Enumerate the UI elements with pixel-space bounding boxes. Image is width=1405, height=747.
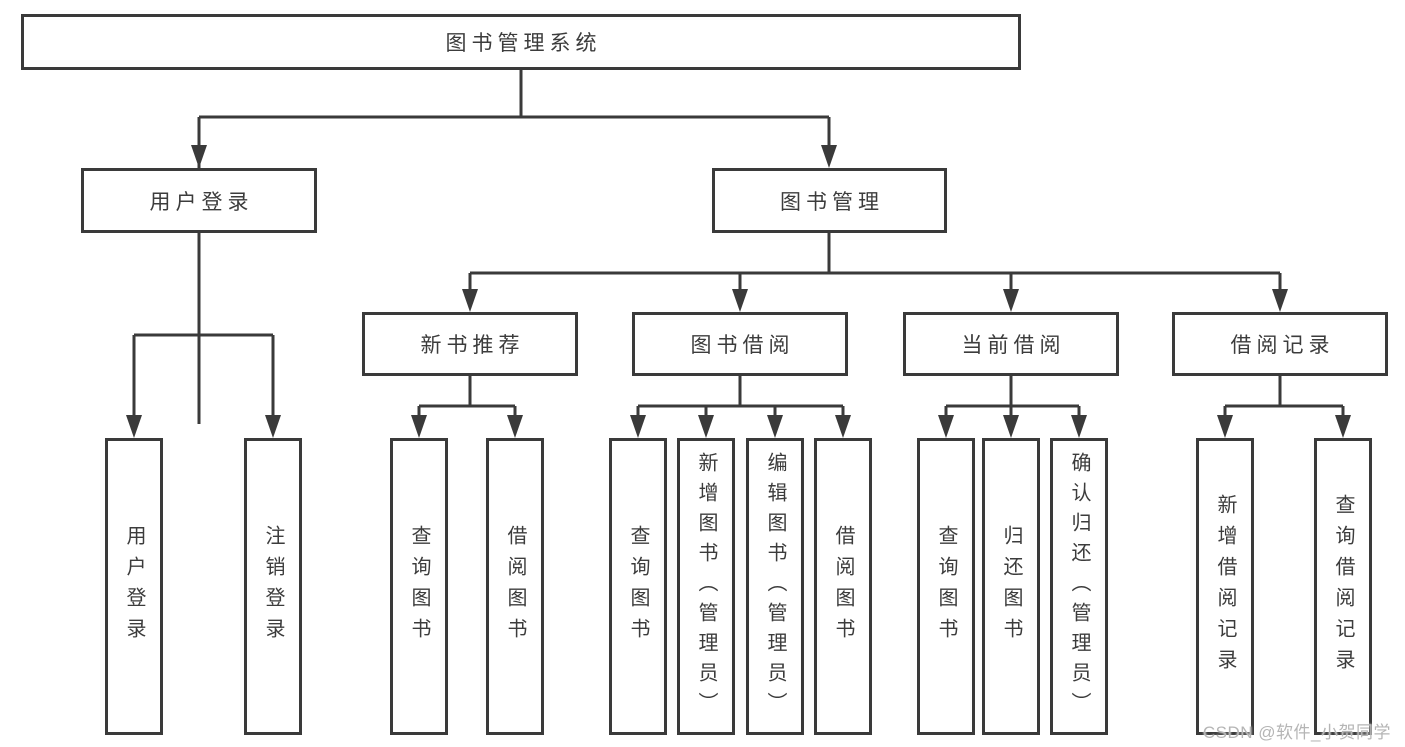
leaf-add-borrow-record: 新增借阅记录 [1196,438,1254,735]
leaf-borrow-book: 借阅图书 [814,438,872,735]
leaf-label: 查询图书 [627,524,649,649]
leaf-return-book: 归还图书 [982,438,1040,735]
leaf-label: 用户登录 [123,524,145,649]
leaf-label: 借阅图书 [832,524,854,649]
leaf-label: 新增图书（管理员） [695,451,717,722]
node-book-borrow: 图书借阅 [632,312,848,376]
leaf-borrow-book-recommend: 借阅图书 [486,438,544,735]
leaf-label: 查询借阅记录 [1332,493,1354,680]
node-current-borrow: 当前借阅 [903,312,1119,376]
node-book-management: 图书管理 [712,168,947,233]
connector-borrow-record-to-leaves [1223,376,1345,416]
leaf-user-login: 用户登录 [105,438,163,735]
leaf-add-book-admin: 新增图书（管理员） [677,438,735,735]
leaf-label: 确认归还（管理员） [1068,451,1090,722]
connector-book-borrow-to-leaves [636,376,845,416]
leaf-label: 新增借阅记录 [1214,493,1236,680]
leaf-label: 查询图书 [408,524,430,649]
arrowheads [126,145,1351,438]
leaf-logout-login: 注销登录 [244,438,302,735]
connector-user-login-to-leaves [132,233,275,416]
leaf-query-book-borrow: 查询图书 [609,438,667,735]
leaf-label: 查询图书 [935,524,957,649]
node-library-management-system: 图书管理系统 [21,14,1021,70]
node-user-login: 用户登录 [81,168,317,233]
connector-new-book-to-leaves [417,376,517,416]
leaf-query-borrow-record: 查询借阅记录 [1314,438,1372,735]
leaf-query-book-current: 查询图书 [917,438,975,735]
node-borrow-record: 借阅记录 [1172,312,1388,376]
connector-current-borrow-to-leaves [944,376,1081,416]
leaf-label: 归还图书 [1000,524,1022,649]
leaf-query-book-recommend: 查询图书 [390,438,448,735]
node-new-book-recommend: 新书推荐 [362,312,578,376]
leaf-confirm-return-admin: 确认归还（管理员） [1050,438,1108,735]
csdn-watermark: CSDN @软件_小贺同学 [1202,723,1391,742]
leaf-label: 借阅图书 [504,524,526,649]
leaf-label: 注销登录 [262,524,284,649]
leaf-label: 编辑图书（管理员） [764,451,786,722]
leaf-edit-book-admin: 编辑图书（管理员） [746,438,804,735]
connector-book-management-to-level3 [468,233,1282,290]
connector-root-to-level2 [197,70,831,424]
